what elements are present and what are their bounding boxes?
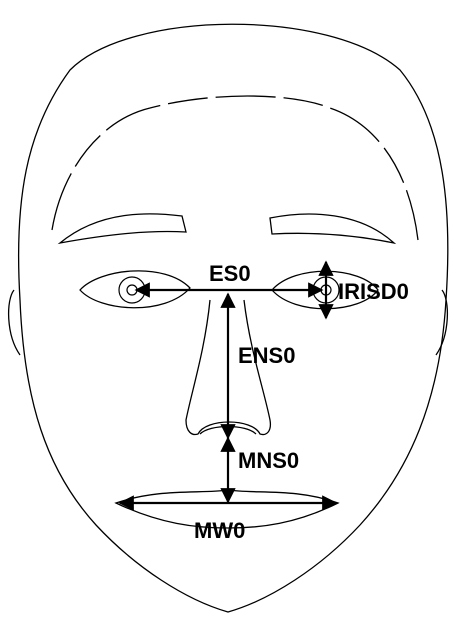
head-outline [17, 23, 449, 613]
right-eyebrow [269, 213, 397, 245]
left-pupil [126, 284, 138, 296]
right-ear [435, 289, 449, 356]
left-ear [7, 289, 21, 356]
left-eyebrow [57, 213, 187, 245]
mouth [114, 489, 340, 529]
es0-label: ES0 [209, 261, 251, 286]
ens0-label: ENS0 [238, 343, 295, 368]
mns0-label: MNS0 [238, 448, 299, 473]
mw0-label: MW0 [194, 518, 245, 543]
irisd0-label: IRISD0 [338, 279, 409, 304]
right-eye [271, 270, 379, 310]
hairline [51, 95, 419, 241]
